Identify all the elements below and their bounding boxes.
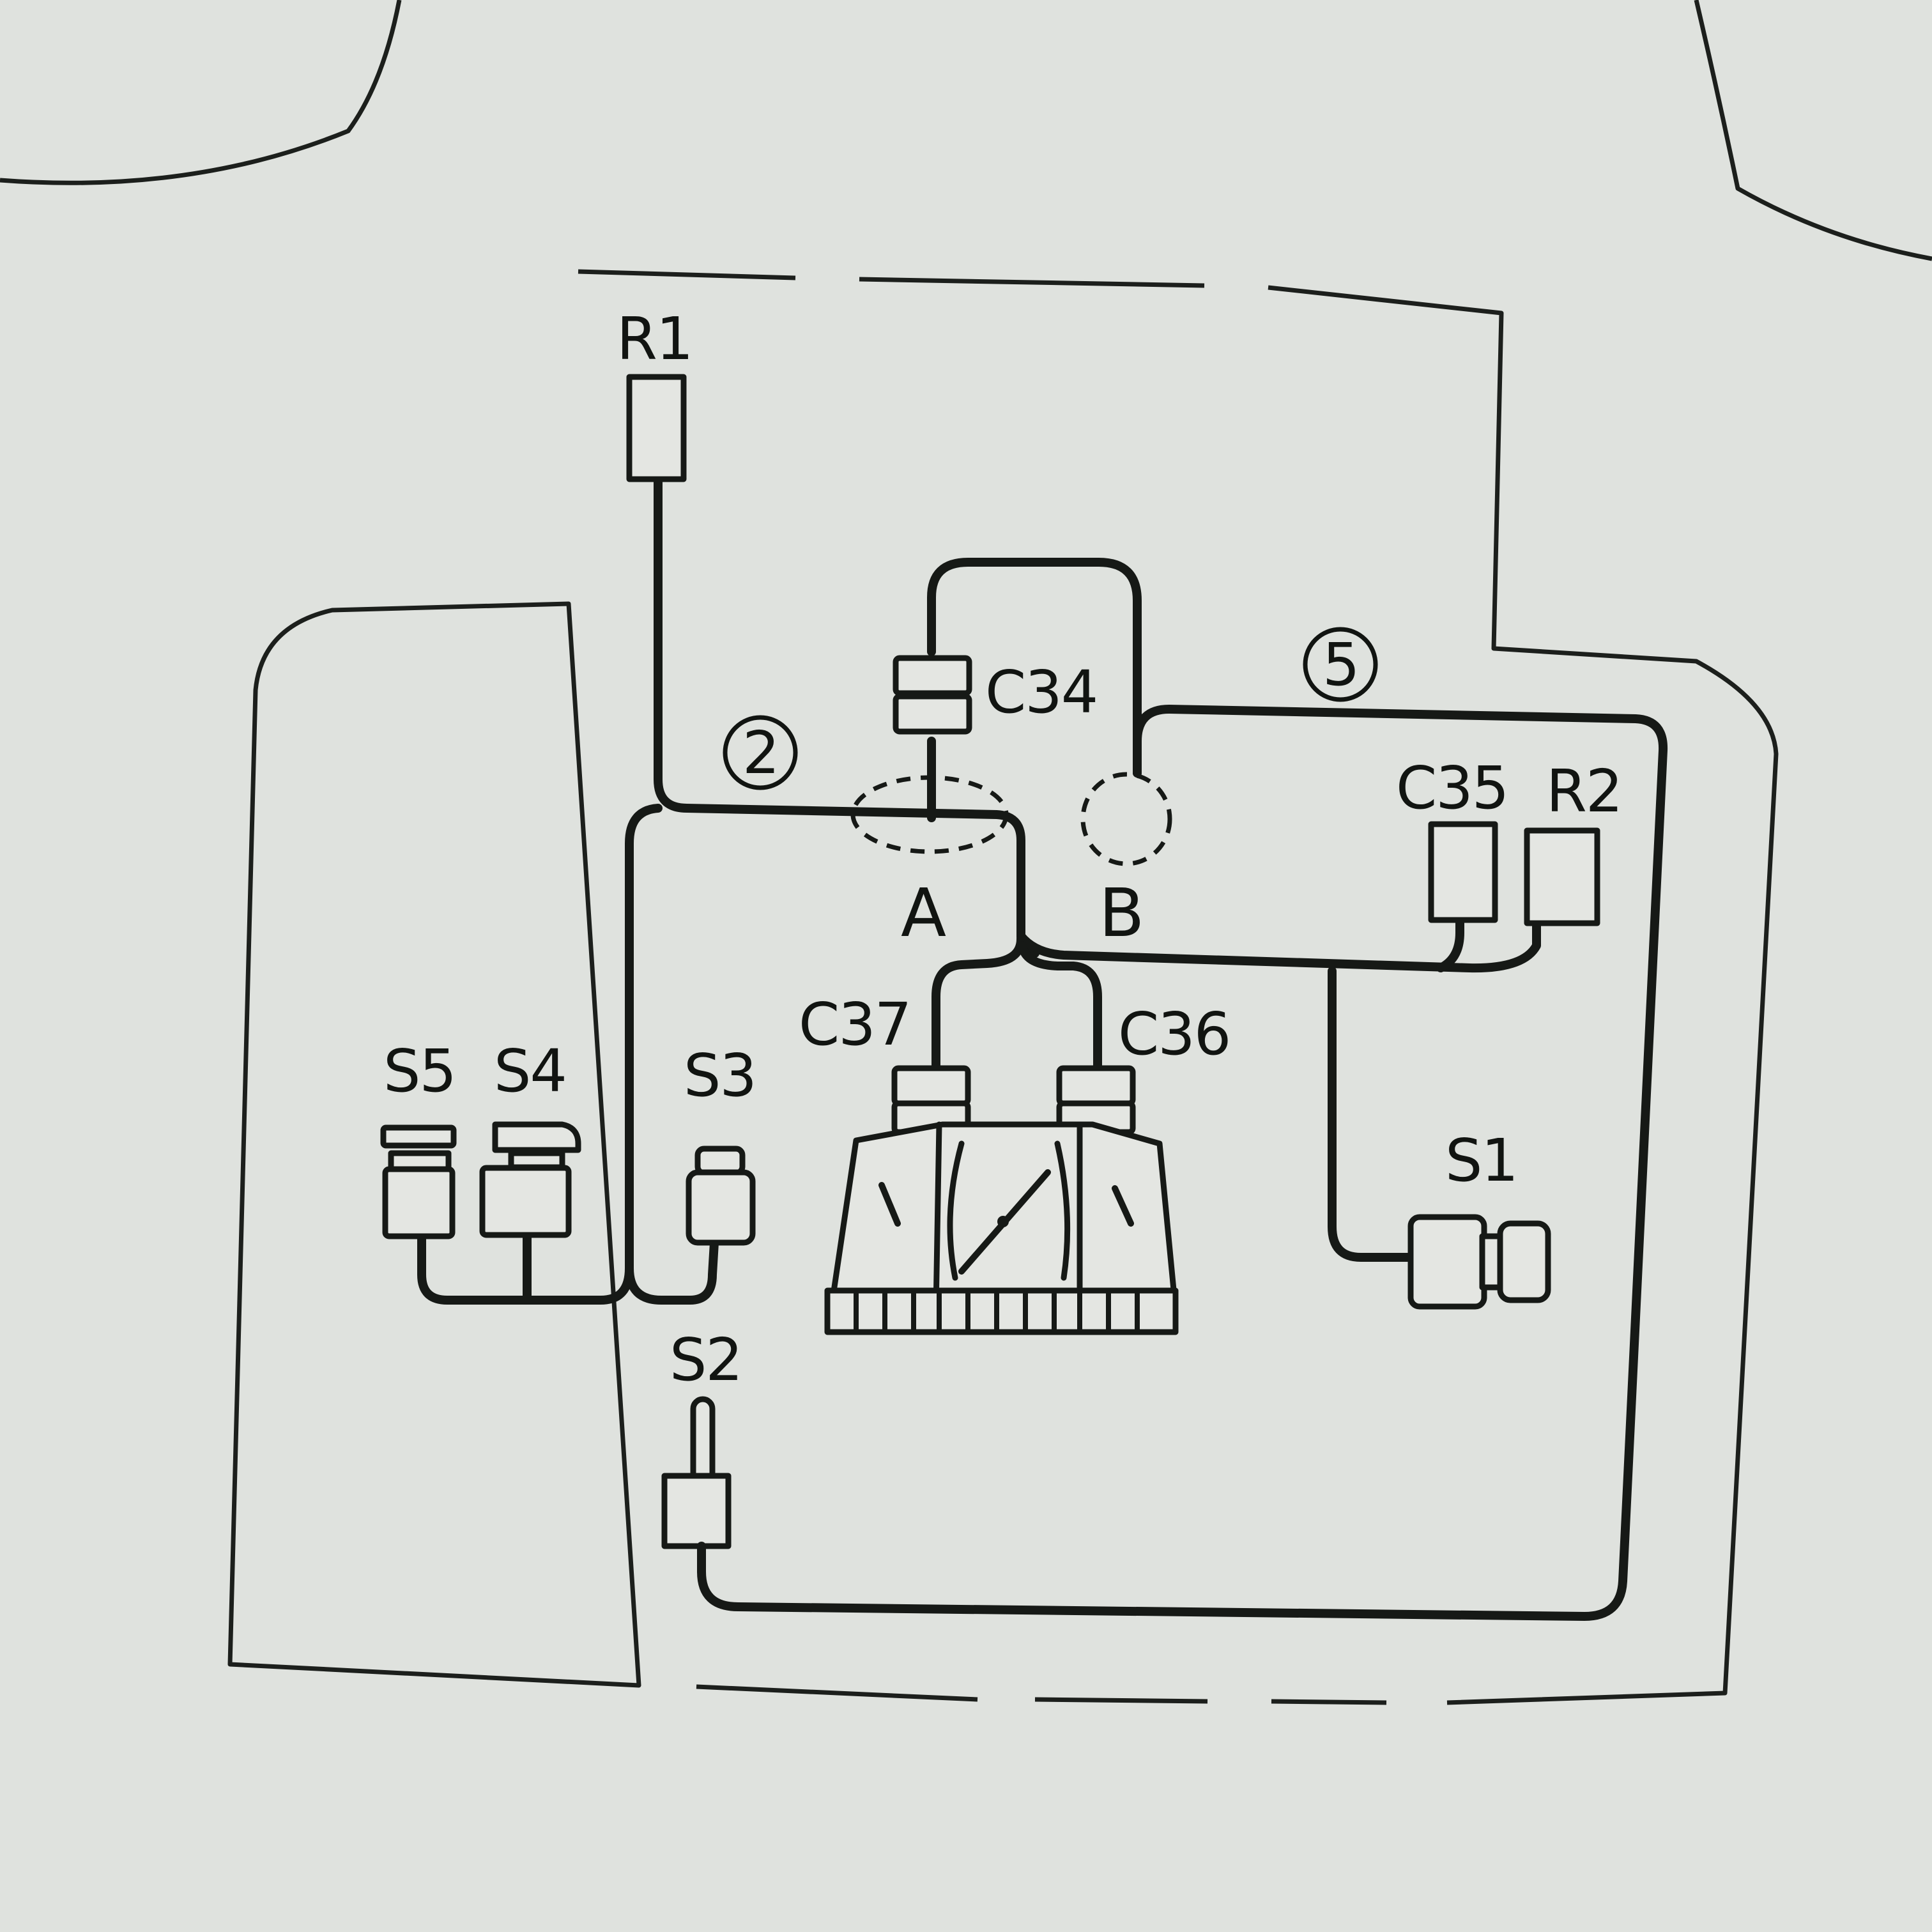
harness-5-ring [1303,627,1378,702]
label-point-a: A [901,874,946,952]
seat-outline-left [0,0,402,185]
s1-speaker [1407,1214,1551,1310]
wire-c37 [931,935,1025,1078]
r1-relay [626,374,687,482]
c35-connector [1428,821,1498,923]
harness-5 [697,705,1668,1621]
wire-cluster-trunk [1016,919,1541,973]
label-s1: S1 [1445,1126,1517,1195]
label-c36: C36 [1118,1000,1230,1068]
junction-b-marker [1080,772,1172,866]
s4-switch [479,1121,581,1238]
label-c34: C34 [985,658,1097,726]
label-harness-2: 2 [742,719,779,787]
label-harness-5: 5 [1322,631,1359,699]
label-s5: S5 [383,1037,456,1105]
junction-a-marker [850,775,1009,854]
harness-2-ring [723,715,798,790]
wire-s3 [625,1238,719,1305]
s2-switch [661,1396,732,1549]
wire-s-branch [417,804,663,1305]
label-c37: C37 [799,990,910,1059]
r2-relay [1524,827,1600,926]
wire-c36 [1018,941,1102,1078]
wire-c35 [1436,916,1464,972]
label-r2: R2 [1546,757,1621,825]
label-c35: C35 [1396,754,1508,822]
label-s3: S3 [684,1041,756,1110]
label-s2: S2 [670,1326,742,1394]
instrument-cluster [824,1121,1179,1335]
seat-outline-right [1694,0,1932,261]
s3-switch [686,1146,756,1246]
label-r1: R1 [617,305,692,373]
c34-connector [893,655,972,735]
label-point-b: B [1099,874,1143,952]
s5-switch [380,1124,457,1239]
body-outline [227,269,1779,1705]
label-s4: S4 [494,1037,566,1105]
wire-s1 [1328,967,1415,1262]
